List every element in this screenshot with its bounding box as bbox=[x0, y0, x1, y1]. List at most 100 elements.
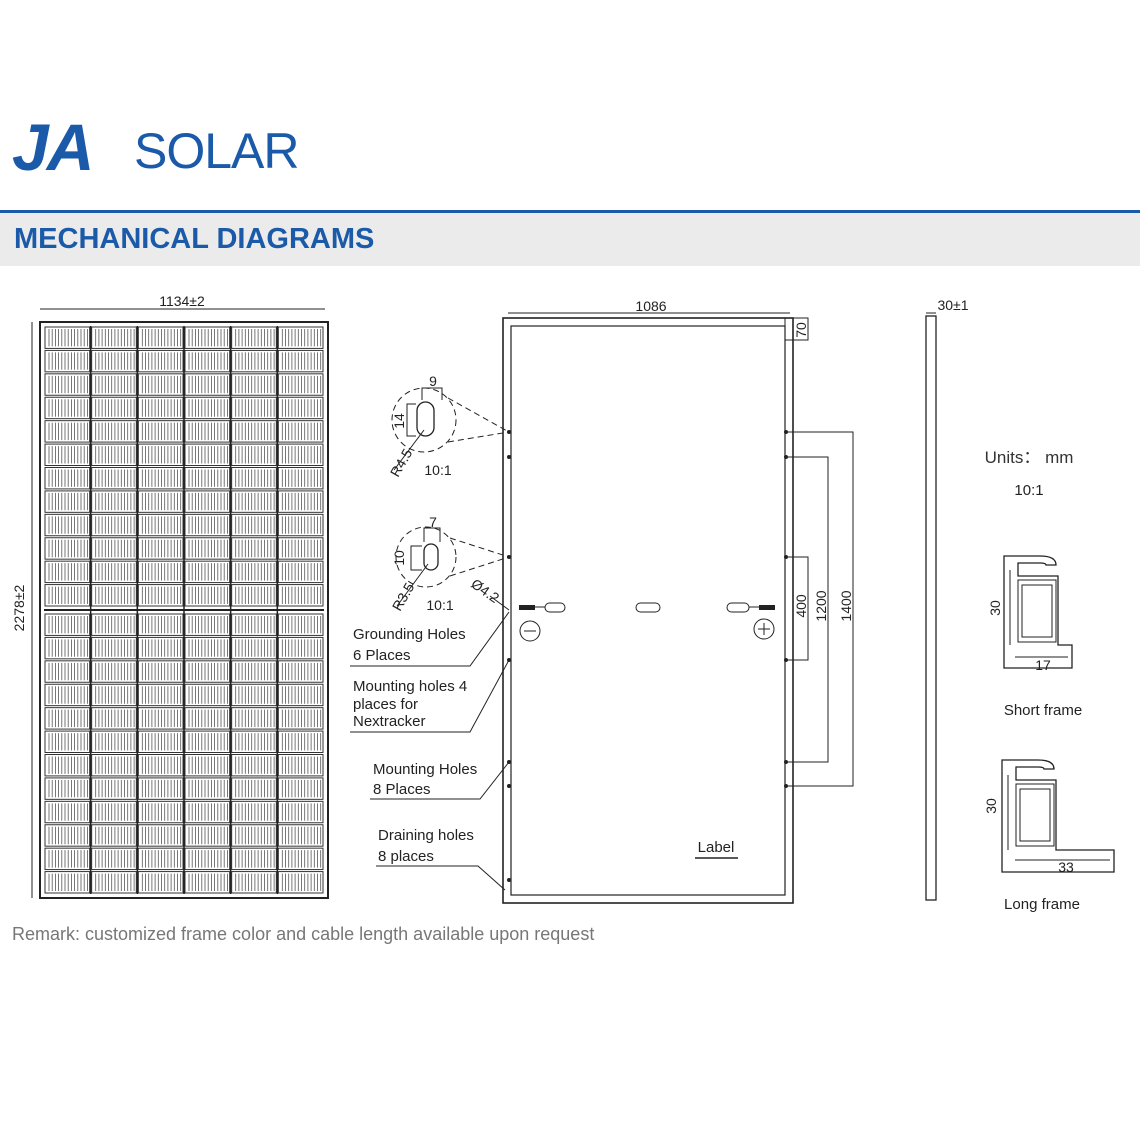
solar-cell bbox=[137, 467, 184, 490]
solar-cell bbox=[184, 537, 231, 560]
solar-cell bbox=[277, 683, 324, 707]
solar-cell bbox=[277, 349, 324, 373]
solar-cell bbox=[231, 373, 277, 396]
solar-cell bbox=[231, 777, 277, 800]
solar-cell bbox=[137, 613, 184, 636]
svg-text:Grounding Holes: Grounding Holes bbox=[353, 626, 466, 643]
solar-cell bbox=[137, 490, 184, 513]
label-tag-text: Label bbox=[698, 839, 735, 856]
detail-b: 7 10 R3.5 Ø4.2 10:1 bbox=[389, 514, 510, 614]
solar-cell bbox=[277, 871, 324, 894]
svg-text:6 Places: 6 Places bbox=[353, 647, 411, 664]
dim-400: 400 bbox=[793, 594, 809, 618]
back-width-dim: 1086 bbox=[635, 298, 666, 314]
solar-cell bbox=[44, 443, 91, 467]
solar-cell bbox=[184, 707, 231, 730]
svg-text:Mounting Holes: Mounting Holes bbox=[373, 761, 477, 778]
solar-cell bbox=[277, 513, 324, 537]
solar-cell bbox=[137, 584, 184, 607]
solar-cell bbox=[184, 326, 231, 349]
solar-cell bbox=[91, 420, 137, 443]
ja-solar-logo: JA SOLAR bbox=[12, 110, 300, 184]
solar-cell bbox=[44, 326, 91, 349]
solar-cell bbox=[184, 560, 231, 584]
solar-cell bbox=[184, 584, 231, 607]
solar-cell bbox=[44, 636, 91, 660]
svg-text:Mounting holes 4: Mounting holes 4 bbox=[353, 678, 467, 695]
solar-cell bbox=[184, 636, 231, 660]
solar-cell bbox=[137, 777, 184, 800]
positive-terminal bbox=[753, 618, 775, 640]
solar-cell bbox=[91, 730, 137, 753]
solar-cell bbox=[91, 349, 137, 373]
header-band bbox=[0, 213, 1140, 266]
callout-draining: Draining holes 8 places bbox=[376, 827, 506, 891]
back-view: 1086 70 400 1200 1400 bbox=[350, 298, 854, 904]
solar-cells bbox=[44, 326, 324, 894]
solar-cell bbox=[91, 800, 137, 824]
solar-cell bbox=[231, 326, 277, 349]
detail-b-scale: 10:1 bbox=[426, 597, 453, 613]
solar-cell bbox=[184, 800, 231, 824]
solar-cell bbox=[231, 707, 277, 730]
solar-cell bbox=[91, 467, 137, 490]
solar-cell bbox=[137, 824, 184, 847]
solar-cell bbox=[44, 707, 91, 730]
solar-cell bbox=[277, 537, 324, 560]
logo-solar: SOLAR bbox=[134, 123, 299, 179]
dim-1200-bracket bbox=[786, 456, 829, 763]
short-frame-width: 17 bbox=[1035, 657, 1051, 673]
solar-cell bbox=[44, 660, 91, 683]
svg-text:8 places: 8 places bbox=[378, 848, 434, 865]
detail-b-height: 10 bbox=[391, 550, 407, 566]
front-view: 1134±2 2278±2 bbox=[11, 293, 329, 899]
negative-terminal bbox=[519, 620, 541, 642]
solar-cell bbox=[277, 754, 324, 777]
solar-cell bbox=[91, 847, 137, 871]
solar-cell bbox=[277, 443, 324, 467]
short-frame-height: 30 bbox=[987, 600, 1003, 616]
solar-cell bbox=[184, 490, 231, 513]
solar-cell bbox=[231, 584, 277, 607]
detail-a-height: 14 bbox=[391, 413, 407, 429]
side-view: 30±1 bbox=[925, 297, 969, 901]
solar-cell bbox=[184, 777, 231, 800]
solar-cell bbox=[44, 683, 91, 707]
detail-b-width: 7 bbox=[429, 514, 437, 530]
svg-text:Nextracker: Nextracker bbox=[353, 713, 426, 730]
solar-cell bbox=[91, 584, 137, 607]
solar-cell bbox=[44, 396, 91, 420]
svg-text:places for: places for bbox=[353, 696, 418, 713]
solar-cell bbox=[44, 824, 91, 847]
solar-cell bbox=[91, 537, 137, 560]
solar-cell bbox=[44, 349, 91, 373]
solar-cell bbox=[231, 800, 277, 824]
solar-cell bbox=[184, 349, 231, 373]
solar-cell bbox=[44, 490, 91, 513]
solar-cell bbox=[91, 660, 137, 683]
solar-cell bbox=[184, 660, 231, 683]
solar-cell bbox=[184, 847, 231, 871]
solar-cell bbox=[44, 560, 91, 584]
solar-cell bbox=[277, 490, 324, 513]
solar-cell bbox=[137, 537, 184, 560]
solar-cell bbox=[91, 754, 137, 777]
solar-cell bbox=[91, 824, 137, 847]
solar-cell bbox=[137, 754, 184, 777]
solar-cell bbox=[137, 396, 184, 420]
solar-cell bbox=[91, 513, 137, 537]
solar-cell bbox=[231, 660, 277, 683]
detail-a-width: 9 bbox=[429, 373, 437, 389]
solar-cell bbox=[184, 467, 231, 490]
solar-cell bbox=[231, 467, 277, 490]
solar-cell bbox=[231, 490, 277, 513]
detail-a: 9 14 R4.5 10:1 bbox=[387, 373, 510, 480]
solar-cell bbox=[231, 420, 277, 443]
solar-cell bbox=[231, 847, 277, 871]
solar-cell bbox=[44, 847, 91, 871]
solar-cell bbox=[184, 824, 231, 847]
solar-cell bbox=[184, 754, 231, 777]
solar-cell bbox=[44, 467, 91, 490]
solar-cell bbox=[44, 730, 91, 753]
